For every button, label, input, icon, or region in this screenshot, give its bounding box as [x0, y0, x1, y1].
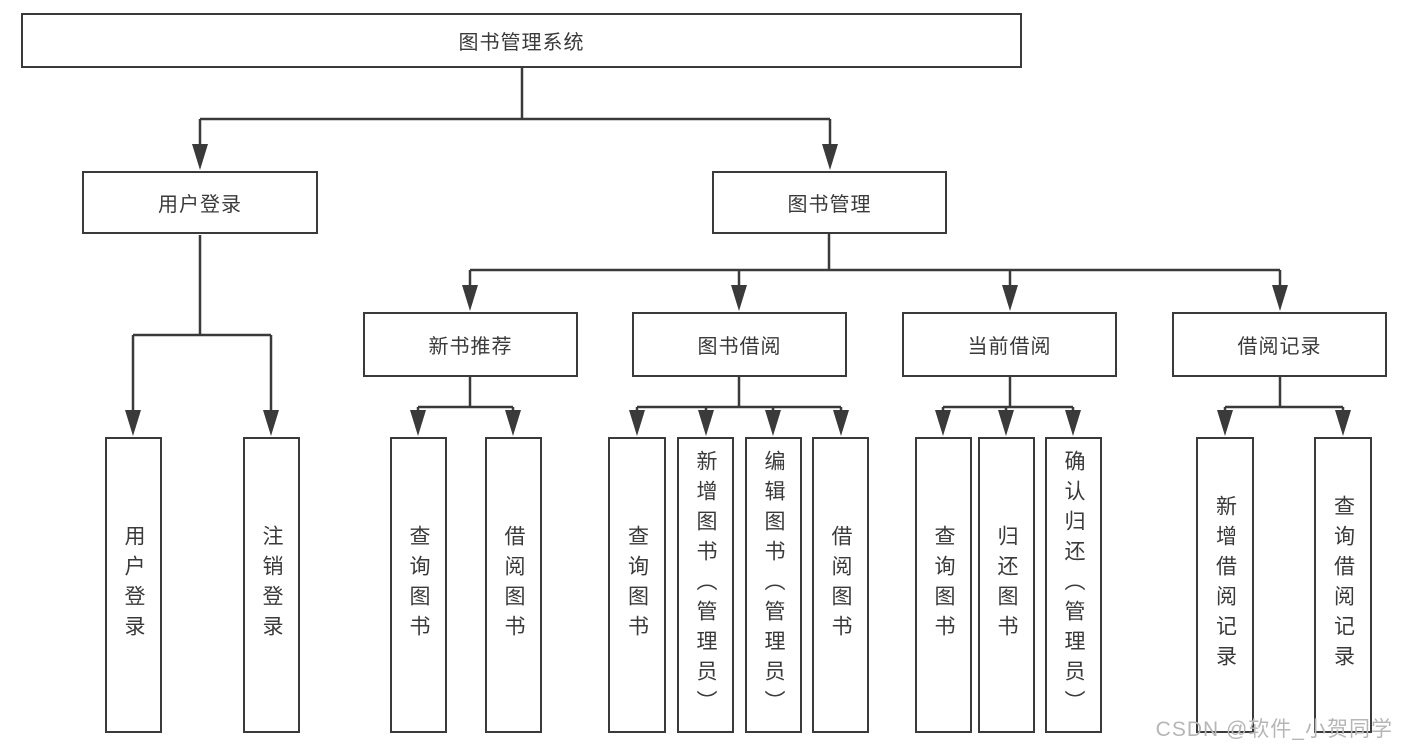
node-root-label: 图书管理系统 — [458, 32, 585, 54]
leaf-borrow-books-recommend: 借阅图书 — [485, 437, 542, 733]
node-book-borrow: 图书借阅 — [632, 312, 847, 377]
node-book-management: 图书管理 — [712, 171, 947, 234]
leaf-query-books-recommend-label: 查询图书 — [407, 525, 430, 645]
leaf-add-borrow-record-label: 新增借阅记录 — [1213, 495, 1237, 675]
watermark-text: CSDN @软件_小贺同学 — [1155, 718, 1393, 741]
leaf-confirm-return-admin-label: 确认归还（管理员） — [1062, 450, 1085, 720]
leaf-query-books-current: 查询图书 — [915, 437, 972, 733]
node-current-borrow: 当前借阅 — [902, 312, 1117, 377]
leaf-logout: 注销登录 — [243, 437, 300, 733]
leaf-query-borrow-record: 查询借阅记录 — [1314, 437, 1372, 733]
leaf-query-books-recommend: 查询图书 — [390, 437, 447, 733]
leaf-query-books-borrow: 查询图书 — [608, 437, 666, 733]
node-current-borrow-label: 当前借阅 — [967, 336, 1052, 358]
node-new-book-recommend: 新书推荐 — [363, 312, 578, 377]
node-borrow-records: 借阅记录 — [1172, 312, 1387, 377]
node-user-login-label: 用户登录 — [158, 194, 242, 216]
leaf-logout-label: 注销登录 — [260, 525, 283, 645]
leaf-add-borrow-record: 新增借阅记录 — [1196, 437, 1254, 733]
leaf-confirm-return-admin: 确认归还（管理员） — [1045, 437, 1102, 733]
leaf-return-books: 归还图书 — [978, 437, 1035, 733]
leaf-query-books-current-label: 查询图书 — [932, 525, 955, 645]
node-book-borrow-label: 图书借阅 — [697, 336, 782, 358]
leaf-user-login: 用户登录 — [105, 437, 162, 733]
leaf-edit-book-admin-label: 编辑图书（管理员） — [762, 450, 785, 720]
arrowheads — [125, 144, 1351, 436]
leaf-query-books-borrow-label: 查询图书 — [625, 525, 649, 645]
node-book-management-label: 图书管理 — [787, 194, 872, 216]
leaf-edit-book-admin: 编辑图书（管理员） — [745, 437, 802, 733]
leaf-add-book-admin: 新增图书（管理员） — [677, 437, 734, 733]
leaf-return-books-label: 归还图书 — [995, 525, 1018, 645]
leaf-query-borrow-record-label: 查询借阅记录 — [1331, 495, 1355, 675]
node-borrow-records-label: 借阅记录 — [1237, 336, 1322, 358]
node-new-book-recommend-label: 新书推荐 — [428, 336, 513, 358]
leaf-borrow-books: 借阅图书 — [812, 437, 869, 733]
node-user-login: 用户登录 — [82, 171, 318, 234]
node-root: 图书管理系统 — [21, 13, 1022, 68]
leaf-add-book-admin-label: 新增图书（管理员） — [694, 450, 717, 720]
leaf-borrow-books-recommend-label: 借阅图书 — [502, 525, 525, 645]
leaf-user-login-label: 用户登录 — [122, 525, 145, 645]
leaf-borrow-books-label: 借阅图书 — [829, 525, 852, 645]
